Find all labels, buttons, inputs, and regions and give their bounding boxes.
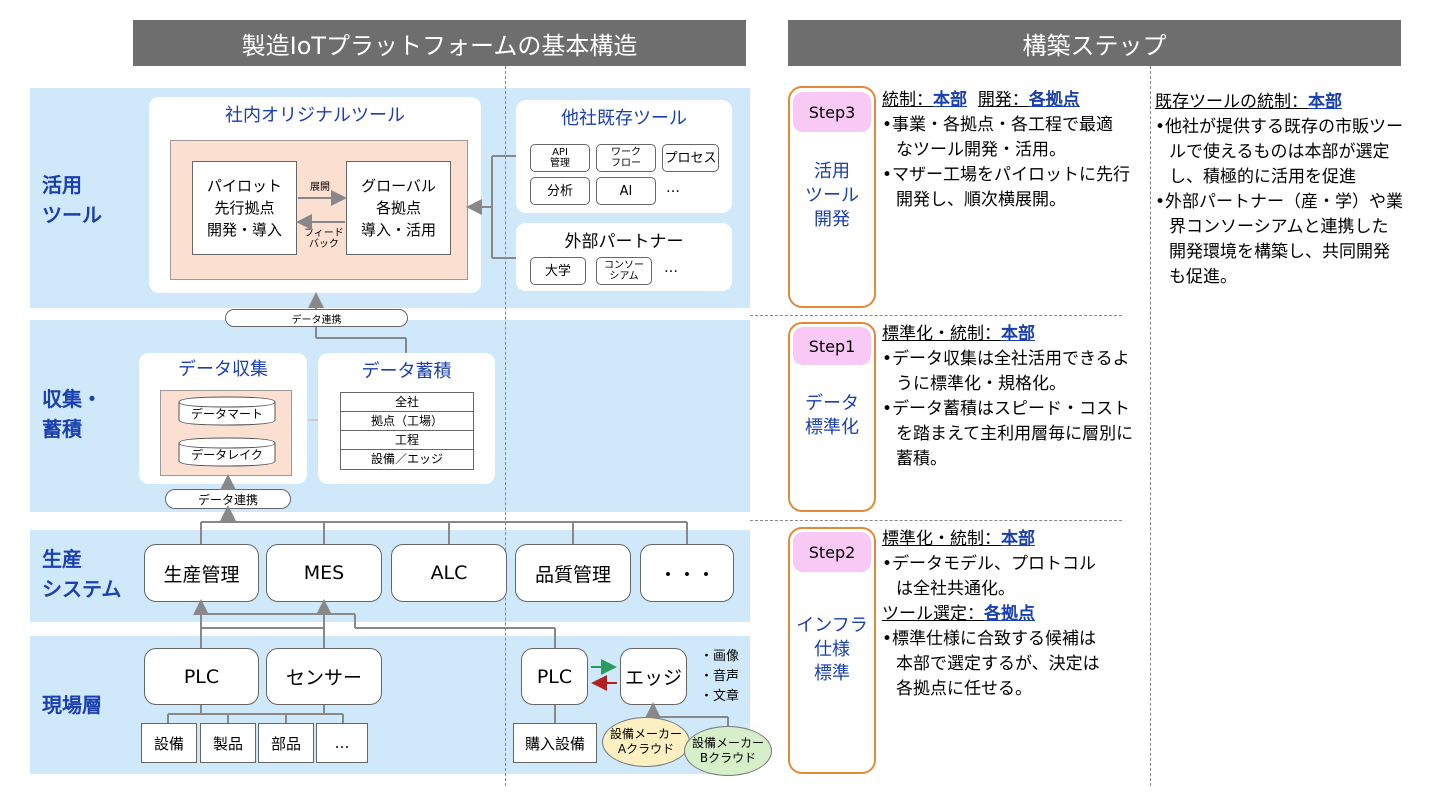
- plc-left-box: PLC: [144, 648, 259, 705]
- deploy-label: 展開: [310, 182, 330, 193]
- data-lake-cylinder: データレイク: [178, 437, 276, 467]
- step2-heading-a: 標準化・統制：本部: [882, 527, 1122, 552]
- step1-text: 標準化・統制：本部 •データ収集は全社活用できるように標準化・規格化。 •データ…: [882, 322, 1140, 472]
- step1-tag: Step1: [793, 327, 871, 365]
- step2-text: 標準化・統制：本部 •データモデル、プロトコルは全社共通化。 ツール選定：各拠点…: [882, 527, 1122, 702]
- data-mart-shape: [178, 396, 276, 426]
- layer-label-use-tools: 活用 ツール: [42, 173, 102, 227]
- data-mart-label: データマート: [190, 407, 263, 421]
- tool-more: …: [666, 180, 680, 196]
- layer-label-field: 現場層: [42, 693, 102, 717]
- edge-box: エッジ: [620, 648, 687, 705]
- step2-head-b-value: 各拠点: [984, 604, 1035, 624]
- storage-row-company: 全社: [341, 393, 473, 412]
- data-lake-shape: [178, 437, 276, 467]
- step3-head-b-value: 各拠点: [1028, 90, 1080, 110]
- tool-analysis: 分析: [530, 177, 590, 205]
- partner-more: …: [664, 260, 678, 276]
- tool-ai: AI: [596, 177, 656, 205]
- divider-right: [1150, 66, 1151, 786]
- inhouse-tools-title: 社内オリジナルツール: [225, 105, 405, 126]
- field-item-more: …: [316, 723, 368, 763]
- step2-head-a-value: 本部: [1001, 529, 1035, 549]
- step1-bullet-2: •データ蓄積はスピード・コストを踏まえて主利用層毎に層別に蓄積。: [882, 399, 1134, 469]
- partner-consortium: コンソー シアム: [596, 257, 652, 285]
- production-more-box: ・・・: [640, 544, 734, 602]
- step1-name: データ 標準化: [805, 393, 859, 438]
- left-header: 製造IoTプラットフォームの基本構造: [133, 20, 746, 66]
- layer-label-collect: 収集・ 蓄積: [42, 387, 102, 441]
- step1-bullet-1: •データ収集は全社活用できるように標準化・規格化。: [882, 349, 1130, 394]
- pilot-box: パイロット 先行拠点 開発・導入: [192, 161, 297, 255]
- cloud-b: 設備メーカー Bクラウド: [684, 726, 772, 776]
- other-tools-title: 他社既存ツール: [561, 108, 687, 129]
- right-header: 構築ステップ: [788, 20, 1401, 66]
- field-item-product: 製品: [200, 723, 256, 763]
- step1-heading: 標準化・統制：本部: [882, 322, 1140, 347]
- production-mgmt-box: 生産管理: [144, 544, 259, 602]
- step2-bullet-b1: •標準仕様に合致する候補は本部で選定するが、決定は各拠点に任せる。: [882, 629, 1100, 699]
- layer-label-production: 生産 システム: [42, 547, 122, 601]
- step2-bullet-a1: •データモデル、プロトコルは全社共通化。: [882, 554, 1097, 599]
- data-lake-label: データレイク: [191, 448, 263, 462]
- field-item-equipment: 設備: [141, 723, 197, 763]
- step3-heading: 統制：本部 開発：各拠点: [882, 88, 1140, 113]
- step3-name: 活用 ツール 開発: [805, 161, 859, 230]
- data-link-bottom: データ連携: [165, 489, 291, 509]
- side-note: 既存ツールの統制：本部 •他社が提供する既存の市販ツールで使えるものは本部が選定…: [1155, 90, 1410, 290]
- step3-head-a-label: 統制：: [882, 90, 933, 110]
- step2-tag: Step2: [793, 532, 871, 572]
- field-item-part: 部品: [258, 723, 314, 763]
- purchased-equipment-box: 購入設備: [513, 723, 597, 763]
- step3-bullet-2: •マザー工場をパイロットに先行開発し、順次横展開。: [882, 165, 1131, 210]
- step2-head-b-label: ツール選定：: [882, 604, 984, 624]
- step2-heading-b: ツール選定：各拠点: [882, 602, 1122, 627]
- step2-name: インフラ 仕様 標準: [796, 615, 868, 684]
- storage-layer-table: 全社 拠点（工場） 工程 設備／エッジ: [340, 392, 474, 470]
- global-box: グローバル 各拠点 導入・活用: [346, 161, 451, 255]
- side-note-head-value: 本部: [1308, 92, 1342, 112]
- mes-box: MES: [266, 544, 382, 602]
- step2-head-a-label: 標準化・統制：: [882, 529, 1001, 549]
- cloud-a: 設備メーカー Aクラウド: [602, 717, 690, 767]
- step-divider-2: [750, 520, 1122, 521]
- side-note-bullet-1: •他社が提供する既存の市販ツールで使えるものは本部が選定し、積極的に活用を促進: [1155, 117, 1404, 187]
- step3-text: 統制：本部 開発：各拠点 •事業・各拠点・各工程で最適なツール開発・活用。 •マ…: [882, 88, 1140, 213]
- feedback-label: フィード バック: [304, 228, 344, 250]
- storage-row-process: 工程: [341, 431, 473, 450]
- side-note-head-label: 既存ツールの統制：: [1155, 92, 1308, 112]
- alc-box: ALC: [391, 544, 507, 602]
- tool-process: プロセス: [662, 144, 719, 172]
- media-image: ・画像: [700, 649, 740, 664]
- data-link-top: データ連携: [225, 309, 408, 327]
- step-divider-1: [750, 315, 1122, 316]
- media-text: ・文章: [700, 689, 740, 704]
- tool-workflow: ワーク フロー: [596, 144, 656, 172]
- tool-api: API 管理: [530, 144, 590, 172]
- step1-head-a-value: 本部: [1001, 324, 1035, 344]
- data-collection-title: データ収集: [178, 359, 268, 380]
- storage-row-site: 拠点（工場）: [341, 412, 473, 431]
- step3-head-b-label: 開発：: [977, 90, 1029, 110]
- divider-left: [505, 66, 506, 786]
- data-storage-title: データ蓄積: [361, 361, 452, 382]
- side-note-heading: 既存ツールの統制：本部: [1155, 90, 1410, 115]
- partner-university: 大学: [530, 257, 586, 285]
- plc-right-box: PLC: [521, 648, 588, 705]
- step3-head-a-value: 本部: [933, 90, 967, 110]
- data-mart-cylinder: データマート: [178, 396, 276, 426]
- storage-row-equipment: 設備／エッジ: [370, 452, 443, 466]
- step3-tag: Step3: [793, 92, 871, 132]
- sensor-box: センサー: [266, 648, 382, 705]
- step3-bullet-1: •事業・各拠点・各工程で最適なツール開発・活用。: [882, 115, 1114, 160]
- side-note-bullet-2: •外部パートナー（産・学）や業界コンソーシアムと連携した開発環境を構築し、共同開…: [1155, 192, 1404, 287]
- media-audio: ・音声: [700, 669, 740, 684]
- partners-title: 外部パートナー: [564, 232, 684, 252]
- media-list: ・画像 ・音声 ・文章: [700, 647, 739, 707]
- quality-mgmt-box: 品質管理: [515, 544, 631, 602]
- step1-head-a-label: 標準化・統制：: [882, 324, 1001, 344]
